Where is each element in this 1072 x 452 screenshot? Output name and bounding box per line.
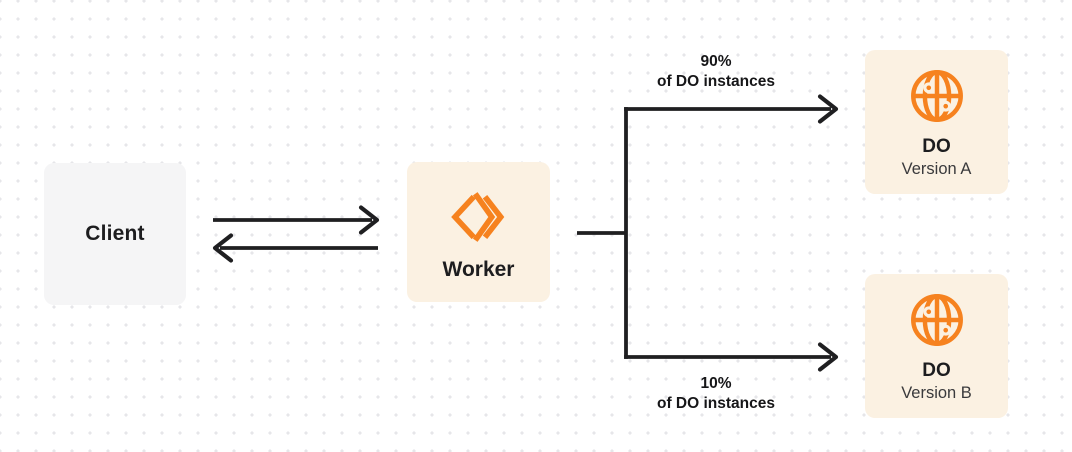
globe-icon xyxy=(906,289,968,351)
worker-node: Worker xyxy=(407,162,550,302)
branch-b-arrow xyxy=(624,342,839,372)
do-b-title: DO xyxy=(922,359,951,381)
do-a-subtitle: Version A xyxy=(901,159,972,178)
branch-a-label: 90% of DO instances xyxy=(586,52,846,92)
workers-icon xyxy=(449,187,509,247)
branch-b-percent: 10% xyxy=(700,375,732,392)
branch-a-percent: 90% xyxy=(700,53,732,70)
do-b-subtitle: Version B xyxy=(901,383,972,402)
client-node: Client xyxy=(44,163,186,305)
branch-trunk-line xyxy=(577,107,628,359)
worker-label: Worker xyxy=(442,257,515,281)
branch-b-label: 10% of DO instances xyxy=(586,374,846,414)
do-version-b-node: DO Version B xyxy=(865,274,1008,418)
client-to-worker-arrow xyxy=(213,205,380,235)
branch-a-caption: of DO instances xyxy=(657,73,775,90)
do-a-title: DO xyxy=(922,135,951,157)
client-label: Client xyxy=(85,222,145,245)
do-version-a-node: DO Version A xyxy=(865,50,1008,194)
branch-a-arrow xyxy=(624,94,839,124)
worker-to-client-arrow xyxy=(212,233,378,263)
branch-b-caption: of DO instances xyxy=(657,395,775,412)
globe-icon xyxy=(906,65,968,127)
